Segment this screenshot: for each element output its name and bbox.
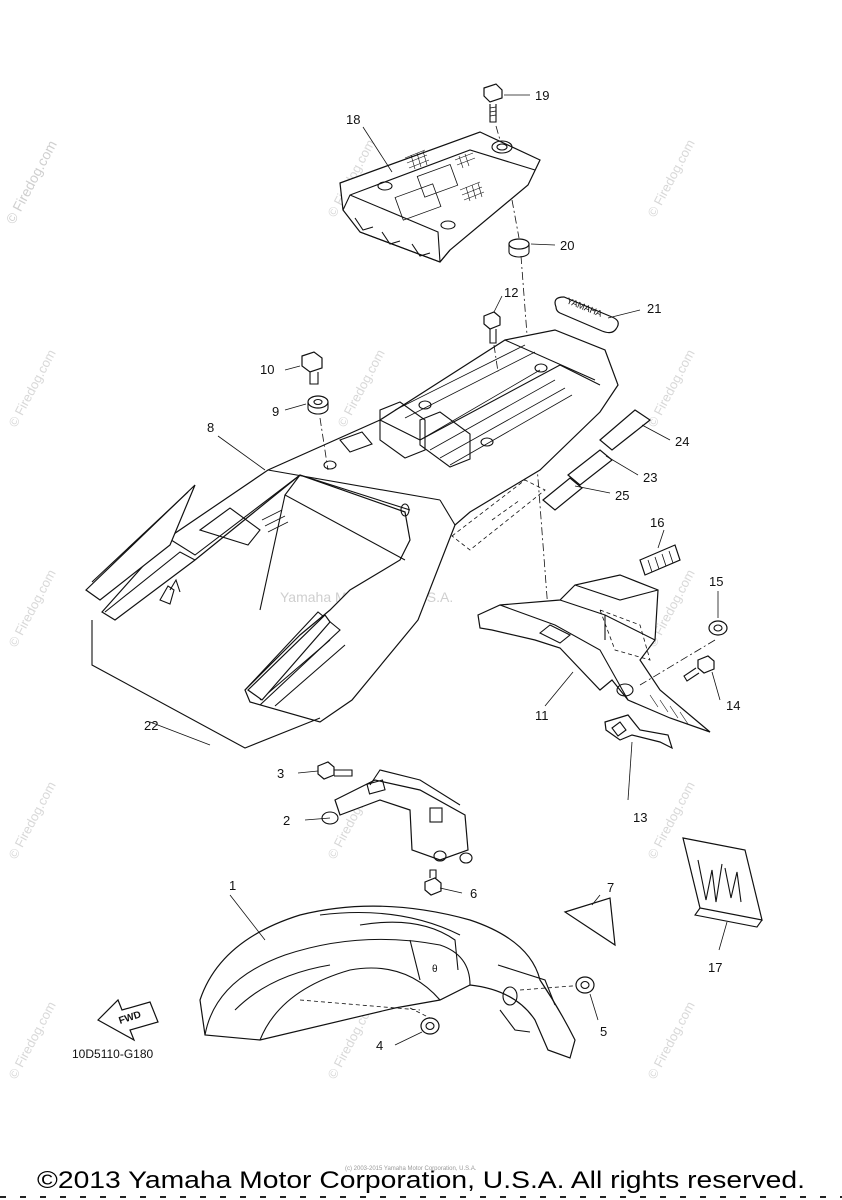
part-8-rear-cowl	[101, 329, 619, 723]
diagram-code: 10D5110-G180	[72, 1047, 153, 1061]
callout-20: 20	[560, 238, 574, 253]
callout-4: 4	[376, 1038, 383, 1053]
part-9-grommet	[307, 395, 329, 415]
copyright-notice: ©2013 Yamaha Motor Corporation, U.S.A. A…	[37, 1167, 805, 1194]
callout-22: 22	[144, 718, 158, 733]
callout-13: 13	[633, 810, 647, 825]
part-1-front-fender	[199, 905, 576, 1059]
leader-line	[639, 639, 716, 686]
watermark: © Firedog.com	[5, 567, 58, 649]
watermark-corner: © Firedog.com	[3, 138, 60, 227]
callout-16: 16	[650, 515, 664, 530]
callout-14: 14	[726, 698, 740, 713]
part-10-bolt	[301, 351, 323, 385]
watermark: © Firedog.com	[5, 999, 58, 1081]
leader-line	[319, 417, 329, 471]
part-2-bracket	[321, 769, 473, 864]
part-13-bracket	[604, 714, 673, 750]
callout-5: 5	[600, 1024, 607, 1039]
leader-line	[519, 984, 586, 991]
callout-12: 12	[504, 285, 518, 300]
callout-18: 18	[346, 112, 360, 127]
part-14-bolt	[683, 655, 715, 682]
watermark: © Firedog.com	[644, 347, 697, 429]
callout-23: 23	[643, 470, 657, 485]
part-25-decal	[542, 477, 583, 511]
leader-line	[409, 1007, 431, 1019]
callout-leaders	[149, 94, 728, 1046]
callout-8: 8	[207, 420, 214, 435]
part-7-decal	[563, 897, 616, 947]
leader-line	[495, 125, 501, 141]
part-21-yamaha-decal: YAMAHA	[554, 296, 619, 334]
callout-24: 24	[675, 434, 689, 449]
part-15-nut	[708, 620, 728, 636]
callout-9: 9	[272, 404, 279, 419]
watermark: © Firedog.com	[644, 137, 697, 219]
fender-mark: θ	[432, 964, 438, 975]
part-16-reflector	[639, 544, 681, 576]
callout-1: 1	[229, 878, 236, 893]
part-11-rear-flap	[477, 574, 711, 733]
callout-labels: 1 2 3 4 5 6 7 8 9 10 11 12 13 14 15 16 1…	[144, 88, 740, 1053]
callout-6: 6	[470, 886, 477, 901]
fine-print: (c) 2003-2015 Yamaha Motor Corporation, …	[345, 1166, 477, 1172]
watermark: © Firedog.com	[5, 779, 58, 861]
part-23-decal	[567, 449, 613, 486]
part-5-nut	[575, 976, 595, 994]
watermark: © Firedog.com	[644, 999, 697, 1081]
leader-line	[511, 199, 520, 239]
fwd-arrow-icon: FWD	[97, 998, 159, 1042]
callout-10: 10	[260, 362, 274, 377]
callout-3: 3	[277, 766, 284, 781]
part-3-bolt	[317, 761, 353, 780]
callout-17: 17	[708, 960, 722, 975]
callout-7: 7	[607, 880, 614, 895]
part-4-nut	[420, 1017, 440, 1035]
part-24-decal	[599, 409, 652, 451]
leader-line	[493, 344, 499, 373]
part-22-decals	[85, 484, 331, 749]
callout-19: 19	[535, 88, 549, 103]
part-17-number-plate	[682, 837, 763, 928]
part-19-bolt	[483, 83, 503, 123]
callout-25: 25	[615, 488, 629, 503]
watermark: © Firedog.com	[5, 347, 58, 429]
callout-15: 15	[709, 574, 723, 589]
part-18-carrier	[339, 131, 541, 263]
leader-line	[299, 999, 421, 1011]
part-6-bolt	[424, 869, 442, 896]
callout-11: 11	[535, 708, 549, 723]
part-12-bolt	[483, 311, 501, 344]
callout-2: 2	[283, 813, 290, 828]
part-20-collar	[508, 238, 530, 258]
callout-21: 21	[647, 301, 661, 316]
